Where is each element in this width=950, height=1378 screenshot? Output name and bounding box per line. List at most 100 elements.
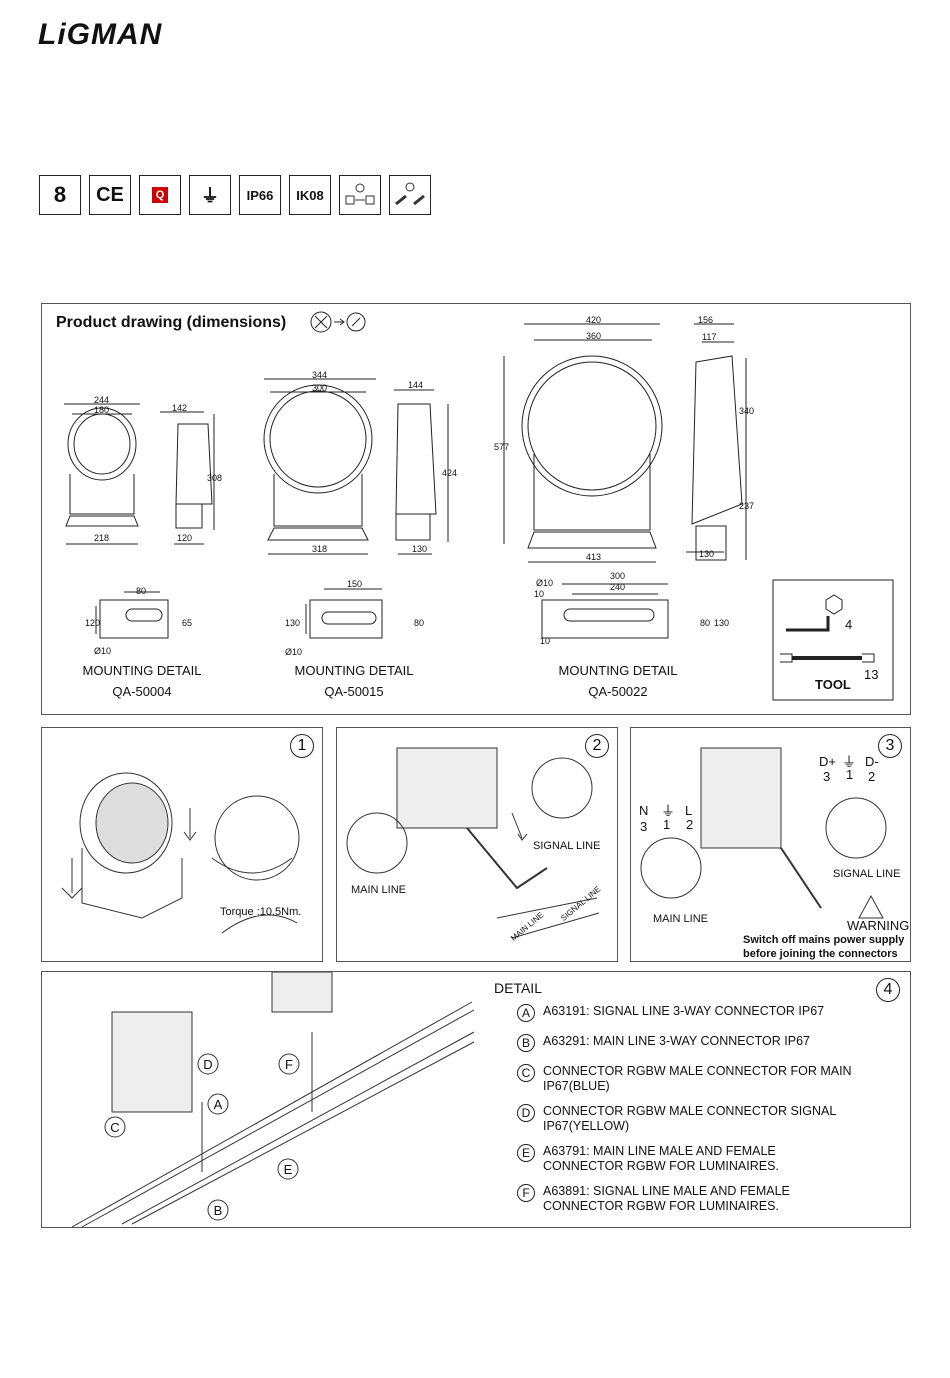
callout-d: D	[203, 1057, 212, 1072]
tool-arrow-icon	[310, 311, 366, 333]
mount3-e: 10	[540, 636, 550, 646]
dim-large-side2: 117	[702, 332, 716, 342]
detail-item-e: E A63791: MAIN LINE MALE AND FEMALE CONNE…	[517, 1144, 887, 1174]
mount1-d: Ø10	[94, 646, 111, 656]
callout-b: B	[214, 1203, 223, 1218]
detail-item-d: D CONNECTOR RGBW MALE CONNECTOR SIGNAL IP…	[517, 1104, 887, 1134]
step-3-d1: 1	[846, 767, 854, 782]
callout-f: F	[285, 1057, 293, 1072]
mount2-code: QA-50015	[324, 684, 383, 699]
step-3-n3: 3	[640, 819, 648, 834]
step-1-illustration	[61, 772, 300, 934]
cert-icon-1: 8	[39, 175, 81, 215]
dim-medium-base: 318	[312, 544, 327, 554]
ip66-badge: IP66	[239, 175, 281, 215]
step-3-illustration	[640, 747, 887, 919]
detail-list: A A63191: SIGNAL LINE 3-WAY CONNECTOR IP6…	[517, 1004, 887, 1214]
dim-large-sbase: 130	[699, 549, 714, 559]
ik08-badge: IK08	[289, 175, 331, 215]
detail-letter-a: A	[517, 1004, 535, 1022]
dim-large-side1: 156	[698, 315, 713, 325]
small-lens	[67, 407, 137, 481]
step-1-panel: 1 Torque :10.5Nm.	[41, 727, 323, 962]
step-3-d3: 3	[823, 769, 831, 784]
step-3-signal-label: SIGNAL LINE	[833, 868, 901, 880]
mount3-a: 300	[610, 571, 625, 581]
drawing-title: Product drawing (dimensions)	[56, 314, 287, 331]
step-3-panel: 3 D+ ⏚ D- 3 1 2 N ⏚ L 3 1 2 SIGNAL LINE …	[630, 727, 911, 962]
dim-large-lower: 237	[739, 501, 754, 511]
detail-letter-b: B	[517, 1034, 535, 1052]
ground-icon: ⏚	[189, 175, 231, 215]
torque-note: Torque :10.5Nm.	[220, 906, 302, 918]
dim-large-w1: 420	[586, 315, 601, 325]
step-3-d2: 2	[868, 769, 876, 784]
callout-c: C	[110, 1120, 119, 1135]
step-3-n2: 2	[686, 817, 694, 832]
dim-medium-side: 144	[408, 380, 423, 390]
mount2-b: 130	[285, 618, 300, 628]
dim-large-upper: 340	[739, 406, 754, 416]
step-3-dplus: D+	[819, 754, 836, 769]
step-2-panel: 2 SIGNAL LINE MAIN LINE MAIN LINE SIGNAL…	[336, 727, 618, 962]
step-2-illustration	[346, 747, 600, 939]
mount2-label: MOUNTING DETAIL	[295, 663, 414, 678]
ce-icon: CE	[89, 175, 131, 215]
dim-small-base: 218	[94, 533, 109, 543]
dimension-drawings: 244 180 142 308 218 120 344 300 144 424 …	[64, 315, 894, 701]
mount1-b: 120	[85, 618, 100, 628]
detail-letter-d: D	[517, 1104, 535, 1122]
medium-lens	[263, 384, 373, 494]
detail-text-d: CONNECTOR RGBW MALE CONNECTOR SIGNAL IP6…	[543, 1104, 836, 1133]
detail-text-a: A63191: SIGNAL LINE 3-WAY CONNECTOR IP67	[543, 1004, 825, 1018]
warning-text-line1: Switch off mains power supply	[743, 934, 905, 946]
mount1-label: MOUNTING DETAIL	[83, 663, 202, 678]
certification-row: 8 CE Q ⏚ IP66 IK08	[39, 175, 431, 215]
dim-large-base: 413	[586, 552, 601, 562]
step-3-main-label: MAIN LINE	[653, 913, 709, 925]
step-3-n1: 1	[663, 817, 671, 832]
mount3-label: MOUNTING DETAIL	[559, 663, 678, 678]
step-3-number: 3	[878, 734, 902, 758]
step-3-dminus: D-	[865, 754, 879, 769]
mount2-a: 150	[347, 579, 362, 589]
mount1-c: 65	[182, 618, 192, 628]
tool-wrench-size: 13	[864, 667, 878, 682]
dim-medium-w1: 344	[312, 370, 327, 380]
mount3-c: Ø10	[536, 578, 553, 588]
dim-small-h: 308	[207, 473, 222, 483]
ground-symbol-icon-2: ⏚	[661, 803, 675, 819]
dim-large-w2: 360	[586, 331, 601, 341]
callout-e: E	[284, 1162, 293, 1177]
product-drawing-panel: Product drawing (dimensions)	[41, 303, 911, 715]
mount1-code: QA-50004	[112, 684, 171, 699]
dim-large-h: 577	[494, 442, 509, 452]
dim-small-w1: 244	[94, 395, 109, 405]
detail-letter-c: C	[517, 1064, 535, 1082]
step-3-n: N	[639, 803, 649, 818]
wiring-diagram: D F A C E B	[71, 972, 475, 1228]
mount3-f: 80	[700, 618, 710, 628]
detail-text-e: A63791: MAIN LINE MALE AND FEMALE CONNEC…	[543, 1144, 779, 1173]
dim-small-sbase: 120	[177, 533, 192, 543]
voltage-icon	[339, 175, 381, 215]
mount1-a: 80	[136, 586, 146, 596]
step-2-signal-label: SIGNAL LINE	[533, 840, 601, 852]
detail-letter-e: E	[517, 1144, 535, 1162]
wiring-icon-graphic	[395, 182, 425, 206]
mount3-g: 130	[714, 618, 729, 628]
mount3-d: 10	[534, 589, 544, 599]
step-1-number: 1	[290, 734, 314, 758]
dim-small-side: 142	[172, 403, 187, 413]
step-3-l: L	[685, 803, 693, 818]
voltage-icon-graphic	[345, 183, 375, 205]
large-lens	[521, 355, 663, 497]
detail-title: DETAIL	[494, 980, 542, 996]
mount3-code: QA-50022	[588, 684, 647, 699]
detail-letter-f: F	[517, 1184, 535, 1202]
brand-logo: LiGMAN	[38, 18, 163, 51]
